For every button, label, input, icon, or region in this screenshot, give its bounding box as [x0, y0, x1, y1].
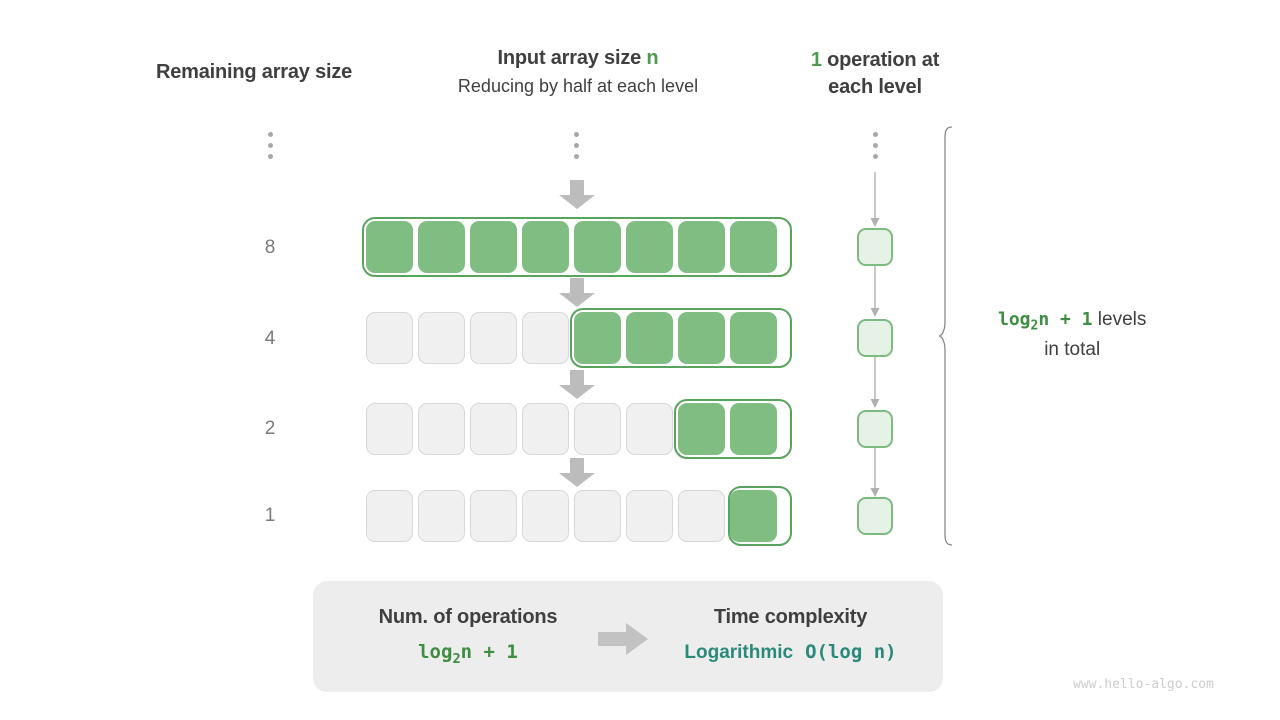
array-cell: [626, 490, 673, 542]
summary-operations-block: Num. of operations log2n + 1: [333, 606, 603, 667]
heading-input-array-size: Input array size n Reducing by half at e…: [458, 47, 698, 97]
summary-operations-title: Num. of operations: [378, 606, 558, 628]
operation-cell-level-8: [857, 228, 893, 266]
array-cell: [366, 490, 413, 542]
down-arrow-to-level-2: [558, 370, 596, 400]
down-arrow-to-level-8: [558, 180, 596, 210]
levels-brace: [938, 126, 964, 546]
summary-complexity-value: Logarithmic O(log n): [653, 641, 928, 664]
array-cell: [730, 490, 777, 542]
array-cell: [366, 312, 413, 364]
summary-complexity-title: Time complexity: [713, 606, 868, 628]
array-cell: [418, 312, 465, 364]
array-row-8: [366, 221, 777, 273]
array-cell: [470, 221, 517, 273]
op-connector-top: [868, 172, 882, 228]
array-cell: [730, 221, 777, 273]
op-connector-2-to-1: [868, 448, 882, 498]
levels-formula: log2n + 1: [998, 309, 1093, 334]
array-cell: [678, 312, 725, 364]
heading-operations-line2: each level: [828, 76, 922, 98]
array-cell: [522, 312, 569, 364]
array-cell: [418, 403, 465, 455]
levels-caption-line2: in total: [1044, 339, 1101, 361]
array-cell: [574, 221, 621, 273]
right-arrow-icon: [598, 623, 658, 655]
row-label-8: 8: [264, 237, 276, 258]
watermark: www.hello-algo.com: [1073, 677, 1214, 692]
array-cell: [522, 221, 569, 273]
array-cell: [678, 221, 725, 273]
levels-suffix: levels: [1092, 309, 1147, 330]
array-cell: [418, 221, 465, 273]
summary-complexity-block: Time complexity Logarithmic O(log n): [653, 606, 928, 664]
array-cell: [574, 490, 621, 542]
array-cell: [470, 312, 517, 364]
array-cell: [366, 221, 413, 273]
array-cell: [522, 403, 569, 455]
array-cell: [574, 403, 621, 455]
heading-input-array-size-var: n: [646, 47, 659, 69]
heading-remaining-array-size: Remaining array size: [156, 61, 353, 83]
op-connector-4-to-2: [868, 357, 882, 409]
heading-operations-per-level: 1 operation at each level: [810, 47, 940, 101]
summary-complexity-word: Logarithmic: [684, 642, 794, 663]
array-row-4: [366, 312, 777, 364]
array-cell: [678, 490, 725, 542]
summary-panel: Num. of operations log2n + 1 Time comple…: [313, 581, 943, 692]
operation-cell-level-1: [857, 497, 893, 535]
row-label-4: 4: [264, 328, 276, 349]
heading-reducing-subtitle: Reducing by half at each level: [457, 76, 699, 96]
heading-input-array-size-text: Input array size: [497, 47, 647, 69]
array-row-1: [366, 490, 777, 542]
array-cell: [626, 403, 673, 455]
ellipsis-right-column: [870, 132, 880, 165]
row-label-1: 1: [264, 505, 276, 526]
array-row-2: [366, 403, 777, 455]
array-cell: [418, 490, 465, 542]
op-connector-8-to-4: [868, 266, 882, 318]
array-cell: [522, 490, 569, 542]
operation-cell-level-4: [857, 319, 893, 357]
summary-operations-value: log2n + 1: [418, 641, 518, 667]
array-cell: [366, 403, 413, 455]
array-cell: [470, 403, 517, 455]
array-cell: [730, 403, 777, 455]
array-cell: [626, 312, 673, 364]
array-cell: [626, 221, 673, 273]
row-label-2: 2: [264, 418, 276, 439]
levels-caption: log2n + 1 levels in total: [998, 306, 1146, 364]
summary-complexity-big-o: O(log n): [805, 641, 897, 663]
operation-cell-level-2: [857, 410, 893, 448]
array-cell: [574, 312, 621, 364]
ellipsis-middle-column: [571, 132, 581, 165]
down-arrow-to-level-1: [558, 458, 596, 488]
heading-operations-text: operation at: [821, 49, 940, 71]
down-arrow-to-level-4: [558, 278, 596, 308]
array-cell: [678, 403, 725, 455]
array-cell: [470, 490, 517, 542]
array-cell: [730, 312, 777, 364]
heading-operations-count: 1: [810, 49, 822, 71]
ellipsis-left-column: [265, 132, 275, 165]
